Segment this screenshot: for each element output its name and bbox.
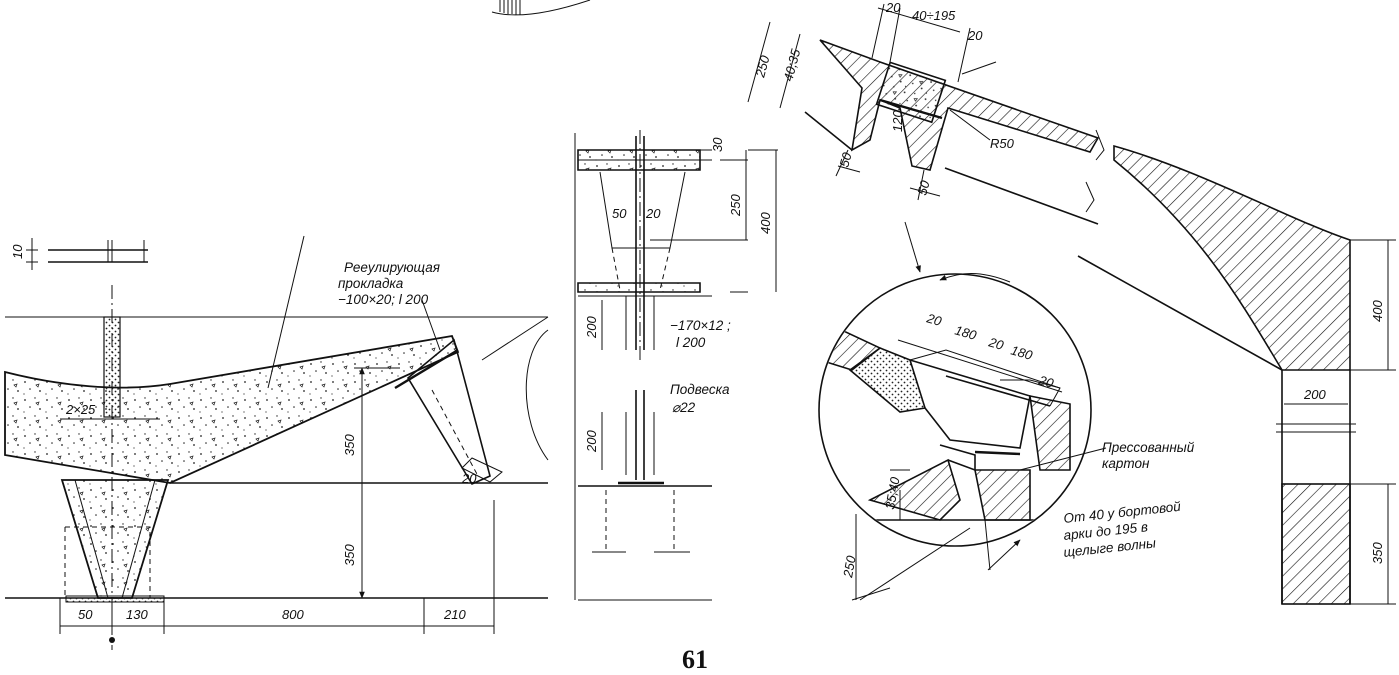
dim-210: 210 [443, 607, 466, 622]
dim-350-lower: 350 [342, 544, 357, 566]
arch-insert [875, 61, 947, 124]
page-number: 61 [682, 645, 708, 674]
dim-10: 10 [10, 244, 25, 259]
dim-50: 50 [78, 607, 93, 622]
label-regulating-pad-line3: −100×20; l 200 [338, 292, 429, 307]
label-plate-line1: −170×12 ; [670, 318, 731, 333]
left-cross-section: 10 2×25 350 350 [4, 235, 549, 650]
label-regulating-pad-line1: Реeулирующая [344, 260, 440, 275]
dim-20-detail-a: 20 [924, 310, 944, 329]
dim-800: 800 [282, 607, 304, 622]
right-side-beam: 400 200 350 [1077, 144, 1396, 605]
label-pressed-board-line1: Прессованный [1102, 440, 1195, 455]
dim-180-detail-b: 180 [1009, 342, 1035, 363]
dim-35-40: 35;40 [882, 475, 903, 510]
lower-flange [577, 282, 701, 293]
detail-circle [818, 273, 1092, 547]
dim-250-detail: 250 [840, 554, 859, 580]
dim-20-mid: 20 [645, 206, 661, 221]
dim-400-right: 400 [1370, 300, 1385, 322]
label-hanger-line1: Подвеска [670, 382, 730, 397]
dim-350-upper: 350 [342, 434, 357, 456]
dim-20-detail-c: 20 [1036, 372, 1056, 391]
arch-slab-hatch [819, 39, 1100, 171]
label-pressed-board-line2: картон [1102, 456, 1150, 471]
dim-350-right: 350 [1370, 542, 1385, 564]
dim-20-top-b: 20 [967, 28, 983, 43]
top-scrap-fragment [491, 0, 591, 16]
dim-40-195: 40÷195 [912, 8, 956, 23]
dim-20-left: 20 [461, 471, 477, 486]
dim-130: 130 [126, 607, 148, 622]
middle-hanger-section: 30 250 400 50 20 200 −170×12 ; l 200 Под… [574, 130, 778, 601]
dim-r50: R50 [990, 136, 1015, 151]
dim-50-mid: 50 [612, 206, 627, 221]
dim-400: 400 [758, 212, 773, 234]
dim-20-top-a: 20 [885, 0, 901, 15]
dim-250-top: 250 [752, 53, 773, 80]
dim-2x25: 2×25 [65, 402, 96, 417]
dim-120: 120 [890, 110, 905, 132]
dim-250: 250 [728, 194, 743, 217]
label-regulating-pad-line2: прокладка [338, 276, 404, 291]
dim-200-upper: 200 [584, 316, 599, 339]
top-rib-profile: 10 [10, 238, 148, 270]
label-plate-line2: l 200 [676, 335, 706, 350]
haunch-hatch [1113, 144, 1351, 371]
dim-50-top-a: 50 [836, 150, 854, 169]
dim-200-right: 200 [1303, 387, 1326, 402]
dim-40-35: 40;35 [780, 47, 803, 83]
dim-200-lower: 200 [584, 430, 599, 453]
dim-20-detail-b: 20 [986, 334, 1006, 353]
circular-detail: 20 180 20 180 20 35;40 250 Прессованный … [818, 221, 1195, 601]
dim-50-top-b: 50 [914, 178, 932, 197]
top-arch-section: R50 250 40;35 20 40÷195 20 120 50 50 [747, 0, 1105, 225]
dim-180-detail-a: 180 [953, 322, 979, 343]
beam-web [60, 479, 170, 599]
dim-30: 30 [710, 137, 725, 152]
label-hanger-line2: ⌀22 [672, 400, 696, 415]
